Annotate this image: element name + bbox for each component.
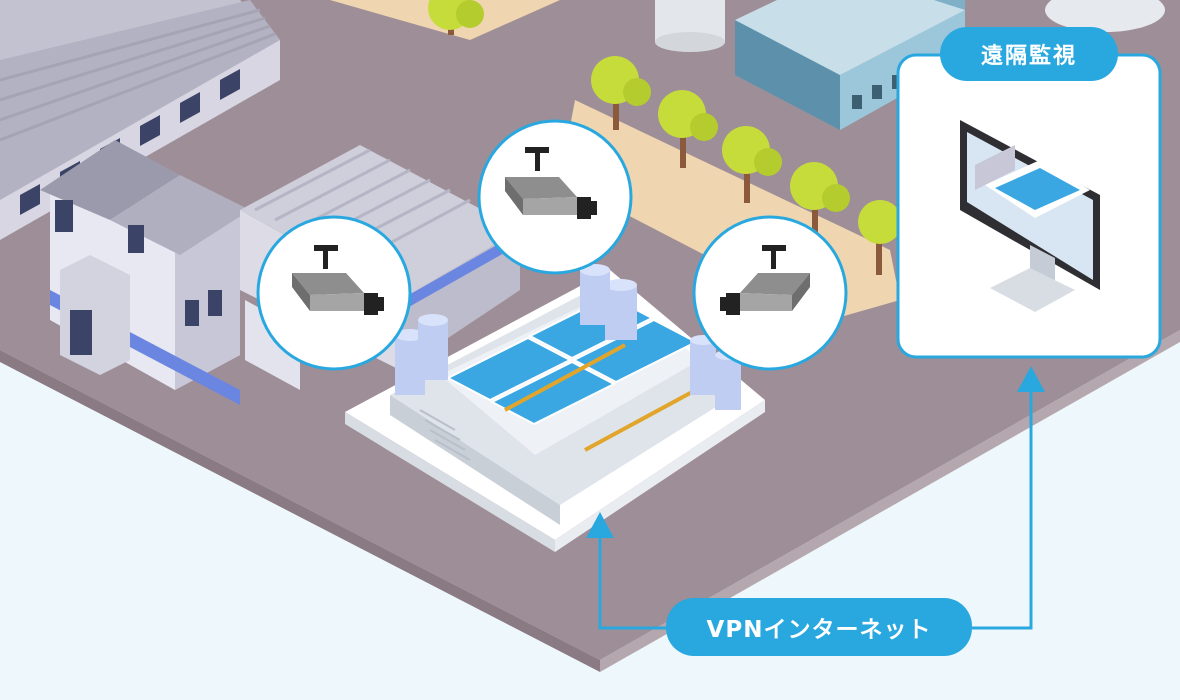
remote-monitoring-panel (896, 53, 1162, 359)
office-house (40, 140, 250, 405)
camera-bubble-right (692, 215, 848, 371)
arrow-up-icon (586, 512, 614, 538)
security-camera-icon (720, 245, 810, 315)
camera-bubble-middle (477, 119, 633, 275)
water-treatment-plant (345, 264, 765, 552)
arrow-up-icon (1017, 366, 1045, 392)
connection-lines (598, 385, 1033, 630)
security-camera-icon (505, 147, 597, 219)
ground-edge (0, 350, 600, 672)
monitor-icon (960, 120, 1100, 312)
security-camera-icon (292, 245, 384, 315)
remote-monitoring-label: 遠隔監視 (940, 27, 1118, 81)
tree-row (428, 0, 902, 275)
camera-bubble-left (256, 215, 412, 371)
ground-edge-right (600, 330, 1180, 672)
vpn-internet-label: VPNインターネット (666, 598, 972, 656)
